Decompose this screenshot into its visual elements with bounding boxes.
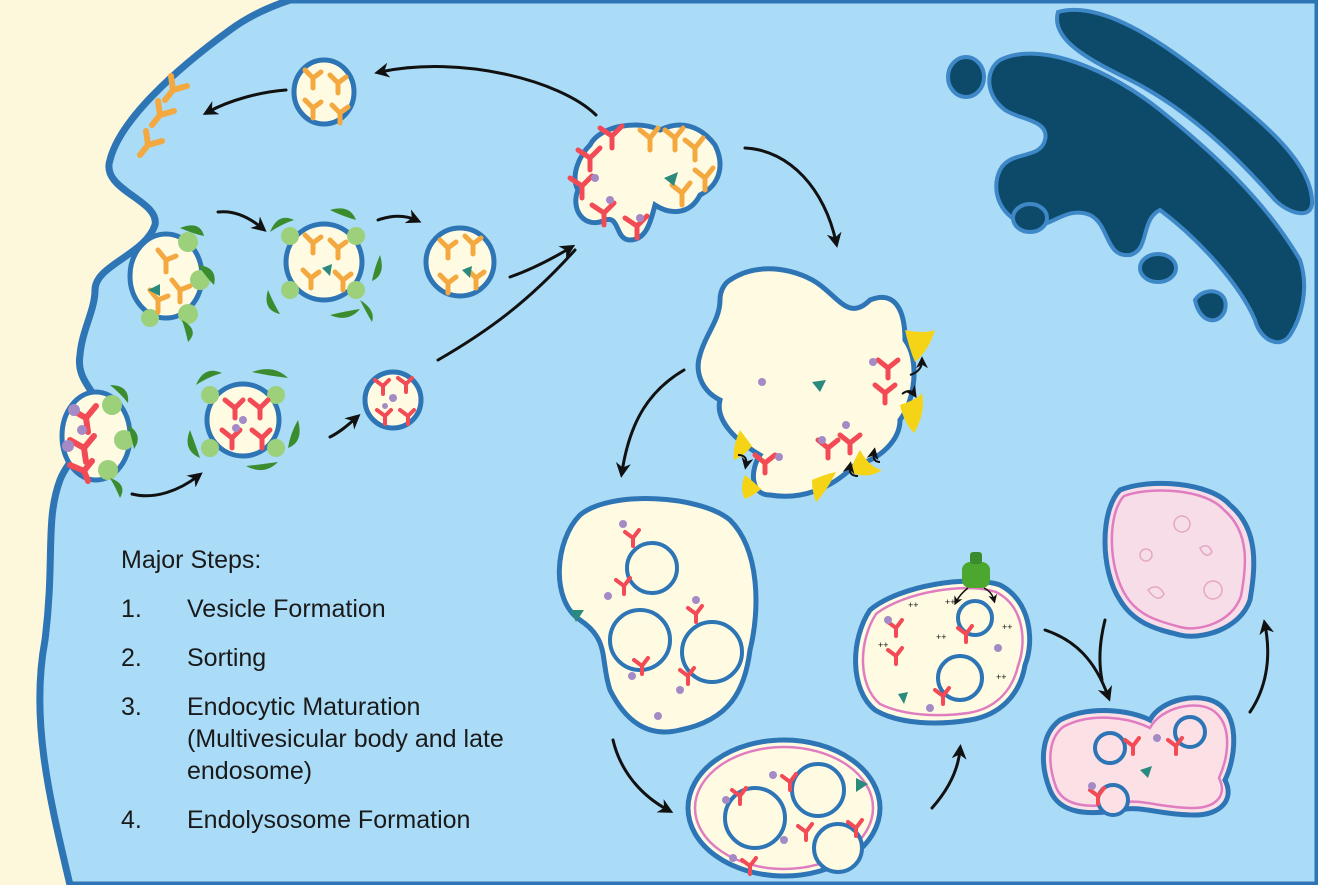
step-text: Endocytic Maturation (Multivesicular bod… bbox=[187, 693, 504, 785]
multivesicular-body bbox=[556, 496, 759, 735]
step-number: 2. bbox=[121, 644, 142, 672]
svg-text:++: ++ bbox=[908, 600, 919, 610]
step-3: 3. Endocytic Maturation (Multivesicular … bbox=[121, 691, 561, 787]
svg-text:++: ++ bbox=[878, 640, 889, 650]
lysosome bbox=[1102, 480, 1257, 639]
late-endosome bbox=[685, 737, 883, 879]
step-2: 2. Sorting bbox=[121, 642, 561, 674]
step-text: Vesicle Formation bbox=[187, 595, 386, 623]
step-4: 4. Endolysosome Formation bbox=[121, 804, 561, 836]
step-1: 1. Vesicle Formation bbox=[121, 593, 561, 625]
endolysosome bbox=[1040, 695, 1237, 818]
clathrin-coated-vesicle-cargo bbox=[187, 369, 300, 471]
sorting-endosome bbox=[695, 266, 935, 502]
step-number: 3. bbox=[121, 693, 142, 721]
major-steps-legend: Major Steps: 1. Vesicle Formation 2. Sor… bbox=[121, 544, 561, 853]
golgi-apparatus bbox=[946, 7, 1315, 345]
step-text: Sorting bbox=[187, 644, 267, 672]
curved-arrow-icon bbox=[130, 62, 1275, 813]
early-endosome bbox=[567, 122, 723, 243]
membrane-receptors bbox=[137, 73, 190, 158]
clathrin-coated-vesicle-recycling bbox=[266, 208, 382, 322]
step-number: 1. bbox=[121, 595, 142, 623]
svg-text:++: ++ bbox=[996, 672, 1007, 682]
step-text: Endolysosome Formation bbox=[187, 806, 471, 834]
svg-text:++: ++ bbox=[936, 632, 947, 642]
proton-icon: ++ ++ ++ ++ ++ ++ bbox=[878, 597, 1013, 682]
clathrin-pit-recycling bbox=[127, 225, 215, 342]
step-number: 4. bbox=[121, 806, 142, 834]
uncoated-vesicle-cargo bbox=[362, 369, 424, 431]
clathrin-pit-cargo bbox=[59, 385, 138, 498]
uncoated-vesicle-recycling bbox=[423, 225, 497, 299]
legend-title: Major Steps: bbox=[121, 546, 262, 574]
endolysosome-acidifying: ++ ++ ++ ++ ++ ++ bbox=[853, 552, 1033, 726]
svg-text:++: ++ bbox=[945, 597, 956, 607]
recycling-vesicle bbox=[291, 57, 357, 127]
svg-text:++: ++ bbox=[1002, 622, 1013, 632]
v-atpase-icon bbox=[962, 552, 990, 588]
